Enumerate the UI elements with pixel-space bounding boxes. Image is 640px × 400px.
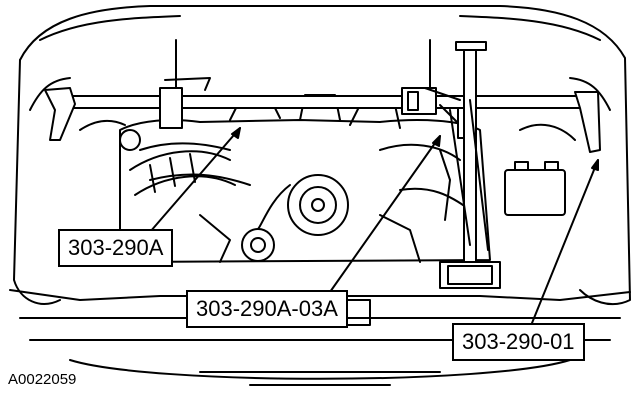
battery <box>504 161 566 216</box>
leader-303-290A <box>149 127 241 233</box>
callout-303-290A-03A: 303-290A-03A <box>186 290 348 328</box>
leader-303-290-01 <box>529 159 599 329</box>
leader-arrow-303-290-01 <box>591 159 599 171</box>
callout-303-290A: 303-290A <box>58 229 174 267</box>
vertical-support-jack <box>439 41 501 289</box>
callout-303-290-01: 303-290-01 <box>452 323 585 361</box>
leader-lines <box>149 127 599 329</box>
leader-arrow-303-290A <box>231 127 241 139</box>
intake-tube <box>129 150 236 196</box>
engine-support-bar <box>44 39 601 153</box>
hood-outline <box>13 5 631 306</box>
figure-id: A0022059 <box>8 371 77 388</box>
pulley <box>241 174 349 262</box>
leader-arrow-303-290A-03A <box>432 135 441 147</box>
leader-303-290A-03A <box>329 135 441 293</box>
